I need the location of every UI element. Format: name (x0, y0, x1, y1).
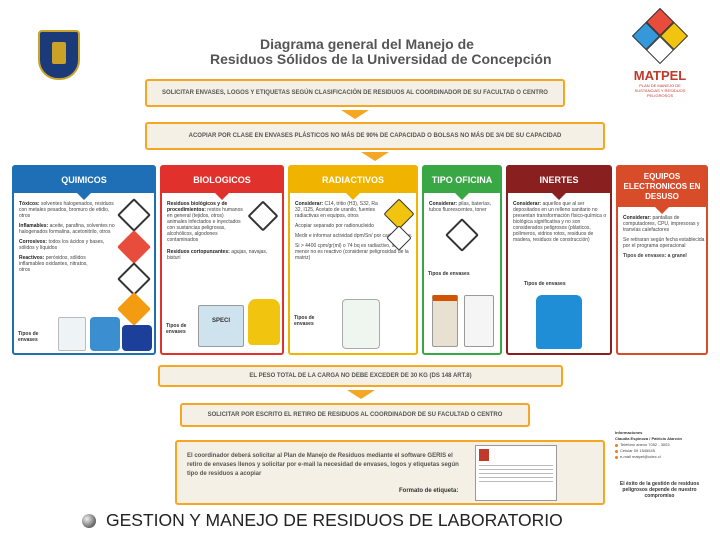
bullet-icon (615, 449, 618, 453)
envases-label: Tipos de envases (524, 281, 566, 287)
envases-label: Tipos de envases (18, 331, 39, 343)
contact-email[interactable]: e-mail matpel@udec.cl (620, 454, 661, 459)
coordinator-info-box: El coordinador deberá solicitar al Plan … (175, 440, 605, 505)
arrow-down-icon (347, 390, 375, 399)
contact-names: Claudia Espinoza / Patricio Alarcón (615, 436, 682, 441)
column-inertes: INERTES Considerar: aquellos que al ser … (506, 165, 612, 355)
step-weight-limit: EL PESO TOTAL DE LA CARGA NO DEBE EXCEDE… (158, 365, 563, 387)
container-icon (122, 325, 152, 351)
page-title: Diagrama general del Manejo de Residuos … (210, 36, 552, 67)
contact-heading: Informaciones (615, 430, 643, 435)
radiactivos-line4: Si > 4400 cpm/gr(ml) o 74 bq es radiacti… (295, 243, 409, 261)
envases-label: Tipos de envases: a granel (623, 253, 687, 259)
bullet-icon (615, 443, 618, 447)
column-radiactivos-title: RADIACTIVOS (290, 167, 416, 200)
container-icon (464, 295, 494, 347)
column-radiactivos: RADIACTIVOS Considerar: C14, tritio (H3)… (288, 165, 418, 355)
matpel-name: MATPEL (633, 68, 687, 83)
final-note: El éxito de la gestión de residuos pelig… (619, 481, 700, 499)
yellow-bag-icon (248, 299, 280, 345)
container-icon (342, 299, 380, 349)
container-icon (58, 317, 86, 351)
label-format-caption: Formato de etiqueta: (399, 488, 459, 494)
title-line-1: Diagrama general del Manejo de (260, 36, 474, 52)
column-equipos: EQUIPOS ELECTRONICOS EN DESUSO Considera… (616, 165, 708, 355)
specimen-box: SPECI (198, 305, 244, 347)
sphere-bullet-icon (82, 513, 96, 528)
contact-cell: Celular 09 1545545 (620, 448, 655, 453)
udec-crest-icon (38, 30, 80, 80)
container-icon (432, 295, 458, 347)
coordinator-info-text: El coordinador deberá solicitar al Plan … (187, 453, 459, 477)
bullet-icon (615, 455, 618, 459)
container-icon (536, 295, 582, 349)
radiactivos-line2: Acopiar separado por radionucleido (295, 223, 374, 229)
step-request-removal: SOLICITAR POR ESCRITO EL RETIRO DE RESID… (180, 403, 530, 427)
label-format-form (475, 445, 557, 501)
step-store-by-class: ACOPIAR POR CLASE EN ENVASES PLÁSTICOS N… (145, 122, 605, 150)
column-equipos-title: EQUIPOS ELECTRONICOS EN DESUSO (618, 167, 706, 214)
bottom-title: GESTION Y MANEJO DE RESIDUOS DE LABORATO… (82, 510, 563, 531)
arrow-down-icon (361, 152, 389, 161)
arrow-down-icon (341, 110, 369, 119)
column-biologicos-title: BIOLOGICOS (162, 167, 282, 200)
equipos-line2: Se retiraran según fecha establecida por… (623, 237, 705, 249)
column-oficina-title: TIPO OFICINA (424, 167, 500, 200)
hazard-diamond-icon (630, 7, 690, 65)
oxidizer-icon (117, 292, 151, 326)
envases-label: Tipos de envases (166, 323, 187, 335)
step-request-containers: SOLICITAR ENVASES, LOGOS Y ETIQUETAS SEG… (145, 79, 565, 107)
envases-label: Tipos de envases (294, 315, 315, 327)
column-oficina: TIPO OFICINA Considerar: pilas, baterías… (422, 165, 502, 355)
container-icon (90, 317, 120, 351)
contact-info: Informaciones Claudia Espinoza / Patrici… (615, 430, 705, 478)
title-line-2: Residuos Sólidos de la Universidad de Co… (210, 51, 552, 67)
column-quimicos: QUIMICOS Tóxicos: solventes halogenados,… (12, 165, 156, 355)
bottom-title-text: GESTION Y MANEJO DE RESIDUOS DE LABORATO… (106, 510, 563, 530)
envases-label: Tipos de envases (428, 271, 470, 277)
contact-phone: Teléfono anexo 7052 - 3003 (620, 442, 670, 447)
hazard-diamond-icon (445, 218, 479, 252)
column-quimicos-title: QUIMICOS (14, 167, 154, 200)
column-inertes-title: INERTES (508, 167, 610, 200)
column-biologicos: BIOLOGICOS Residuos biológicos y de proc… (160, 165, 284, 355)
matpel-logo: MATPEL PLAN DE MANEJO DE SUSTANCIAS Y RE… (630, 7, 690, 106)
radiactivos-line3: Medir e informar actividad dpm/Sn/ por c… (295, 233, 413, 239)
matpel-subtitle: PLAN DE MANEJO DE SUSTANCIAS Y RESIDUOS … (634, 83, 686, 98)
